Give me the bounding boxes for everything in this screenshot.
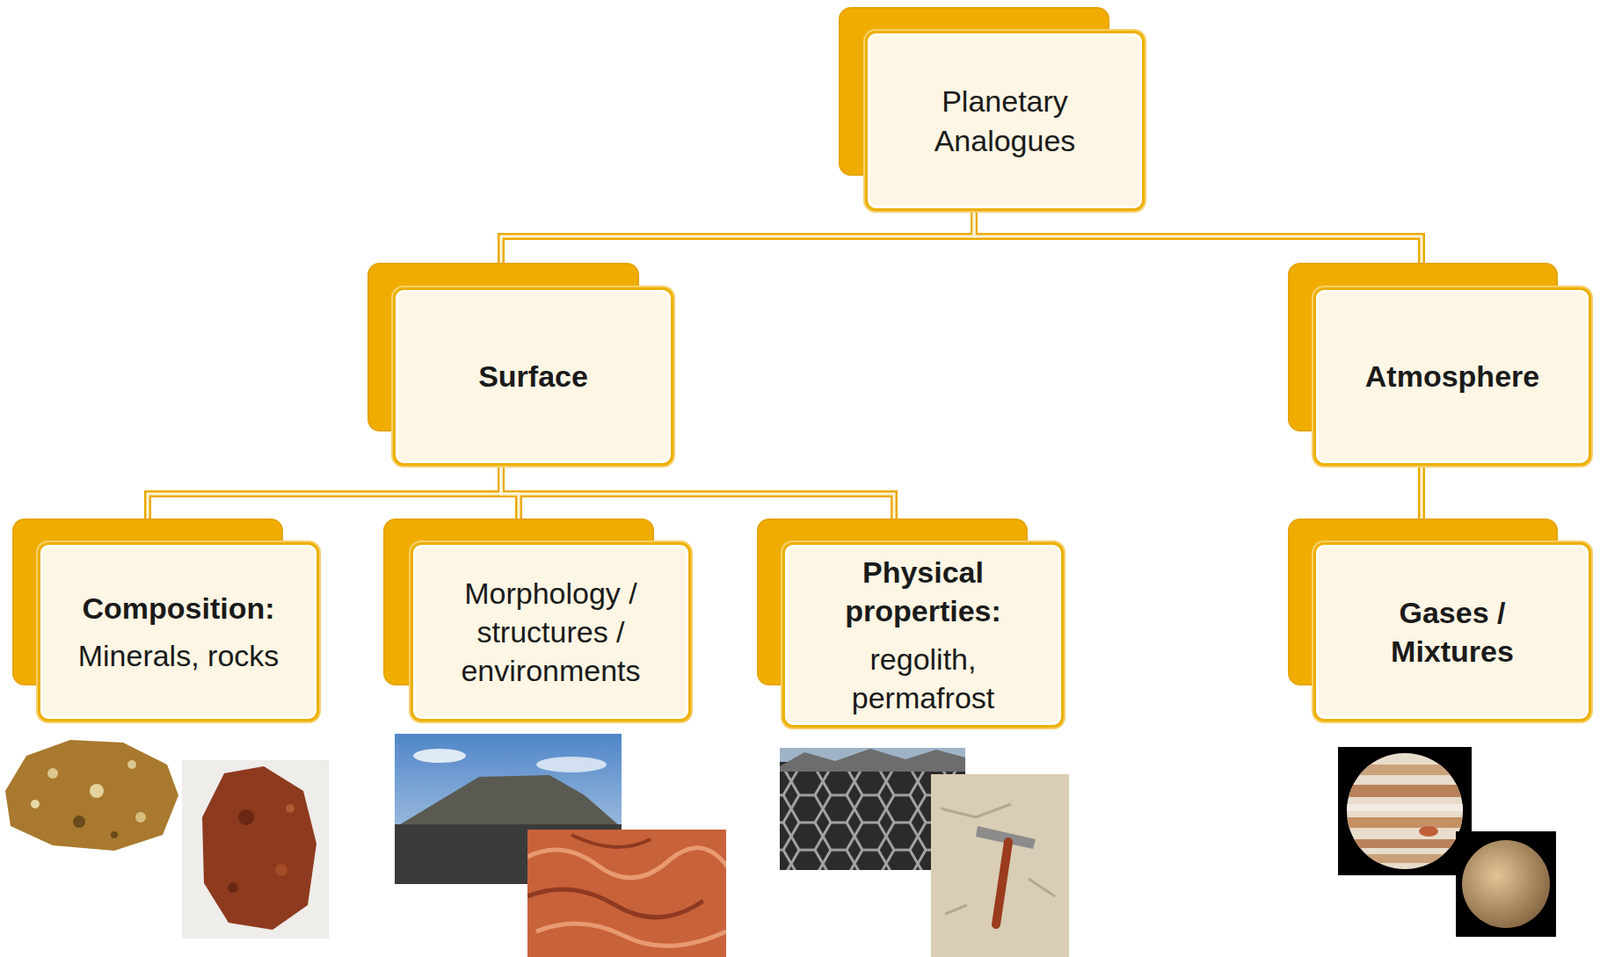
dune-photo-part (571, 835, 651, 848)
jupiter-photo-part (1345, 751, 1469, 875)
connector-core (501, 210, 975, 263)
connector-core (501, 465, 519, 519)
box-text-group: Atmosphere (1365, 356, 1540, 396)
jupiter-photo (1338, 747, 1472, 876)
box-label: Minerals, rocks (78, 636, 280, 676)
box-face: Physical properties: regolith, permafrost (782, 542, 1064, 728)
dune-photo-part (536, 923, 727, 946)
jupiter-photo-part (1345, 817, 1469, 829)
polygon-ground-photo-part (779, 749, 966, 772)
jupiter-photo-part (1345, 839, 1469, 849)
rock-photo-part (30, 800, 40, 809)
rock-photo-part (227, 882, 239, 894)
landscape-photo-part (413, 749, 466, 764)
tree-box: Morphology / structures / environments (383, 518, 691, 722)
connector-line (974, 210, 1422, 263)
rock-photo-part (202, 766, 317, 931)
box-text-group: Morphology / structures / environments (432, 574, 670, 691)
box-label: Composition: (81, 589, 275, 628)
venus-photo-part (1455, 831, 1557, 938)
connector-core (1420, 465, 1424, 519)
connector-line (1418, 465, 1426, 519)
soil-photo (930, 774, 1070, 957)
tree-box: Atmosphere (1287, 262, 1592, 466)
box-label: regolith, permafrost (804, 640, 1042, 718)
rock-photo-part (285, 804, 295, 814)
rock-photo-part (5, 740, 179, 851)
dune-photo (527, 829, 730, 957)
box-face: Planetary Analogues (865, 30, 1145, 211)
rock-photo-part (47, 768, 59, 779)
jupiter-photo-part (1345, 751, 1469, 875)
soil-photo-part (996, 842, 1009, 925)
box-face: Morphology / structures / environments (410, 542, 691, 722)
jupiter-photo-part (1345, 854, 1469, 864)
connector-core (974, 210, 1422, 263)
box-label: Atmosphere (1365, 356, 1540, 396)
jupiter-photo-part (1345, 804, 1469, 812)
dune-photo-part (527, 848, 727, 879)
tree-box: Surface (367, 262, 674, 466)
jupiter-photo-part (1345, 764, 1469, 776)
tree-box: Planetary Analogues (838, 7, 1145, 211)
box-face: Composition: Minerals, rocks (37, 542, 320, 722)
box-text-group: Physical properties: regolith, permafrost (804, 552, 1042, 718)
box-label: Surface (478, 356, 589, 396)
jupiter-photo-part (1345, 785, 1469, 798)
box-text-group: Planetary Analogues (894, 81, 1115, 160)
connector-line (147, 465, 502, 519)
box-text-group: Gases / Mixtures (1351, 593, 1554, 671)
rock-photo-part (72, 815, 86, 829)
rock-photo (181, 760, 329, 939)
box-label: Planetary Analogues (894, 81, 1115, 160)
rock-photo-part (127, 760, 137, 770)
rock-photo-part (275, 864, 288, 877)
box-face: Gases / Mixtures (1313, 542, 1592, 722)
rock-photo (5, 740, 179, 851)
landscape-photo-part (536, 756, 607, 773)
rock-photo-part (181, 760, 329, 939)
tree-box: Composition: Minerals, rocks (12, 518, 320, 722)
connector-line (501, 210, 975, 263)
landscape-photo-part (397, 775, 620, 827)
tree-box: Physical properties: regolith, permafrost (756, 518, 1064, 728)
rock-photo-part (110, 831, 118, 839)
connector-core (147, 465, 502, 519)
jupiter-photo-part (1338, 747, 1472, 876)
jupiter-photo-part (1418, 826, 1439, 837)
box-text-group: Composition: Minerals, rocks (78, 589, 280, 676)
tree-box: Gases / Mixtures (1287, 518, 1592, 722)
soil-photo-part (930, 774, 1070, 957)
connector-line (501, 465, 895, 519)
box-label: Morphology / structures / environments (432, 574, 670, 691)
rock-photo-part (135, 812, 146, 823)
venus-photo (1455, 831, 1557, 938)
dune-photo-part (527, 889, 704, 918)
box-label: Physical properties: (804, 552, 1042, 631)
rock-photo-part (238, 809, 255, 826)
rock-photo-part (89, 784, 104, 799)
venus-photo-part (1461, 840, 1550, 929)
dune-photo-part (527, 835, 727, 946)
box-face: Atmosphere (1313, 287, 1592, 466)
box-face: Surface (392, 287, 674, 466)
box-label: Gases / Mixtures (1351, 593, 1554, 671)
connector-core (501, 465, 895, 519)
box-text-group: Surface (478, 356, 589, 396)
